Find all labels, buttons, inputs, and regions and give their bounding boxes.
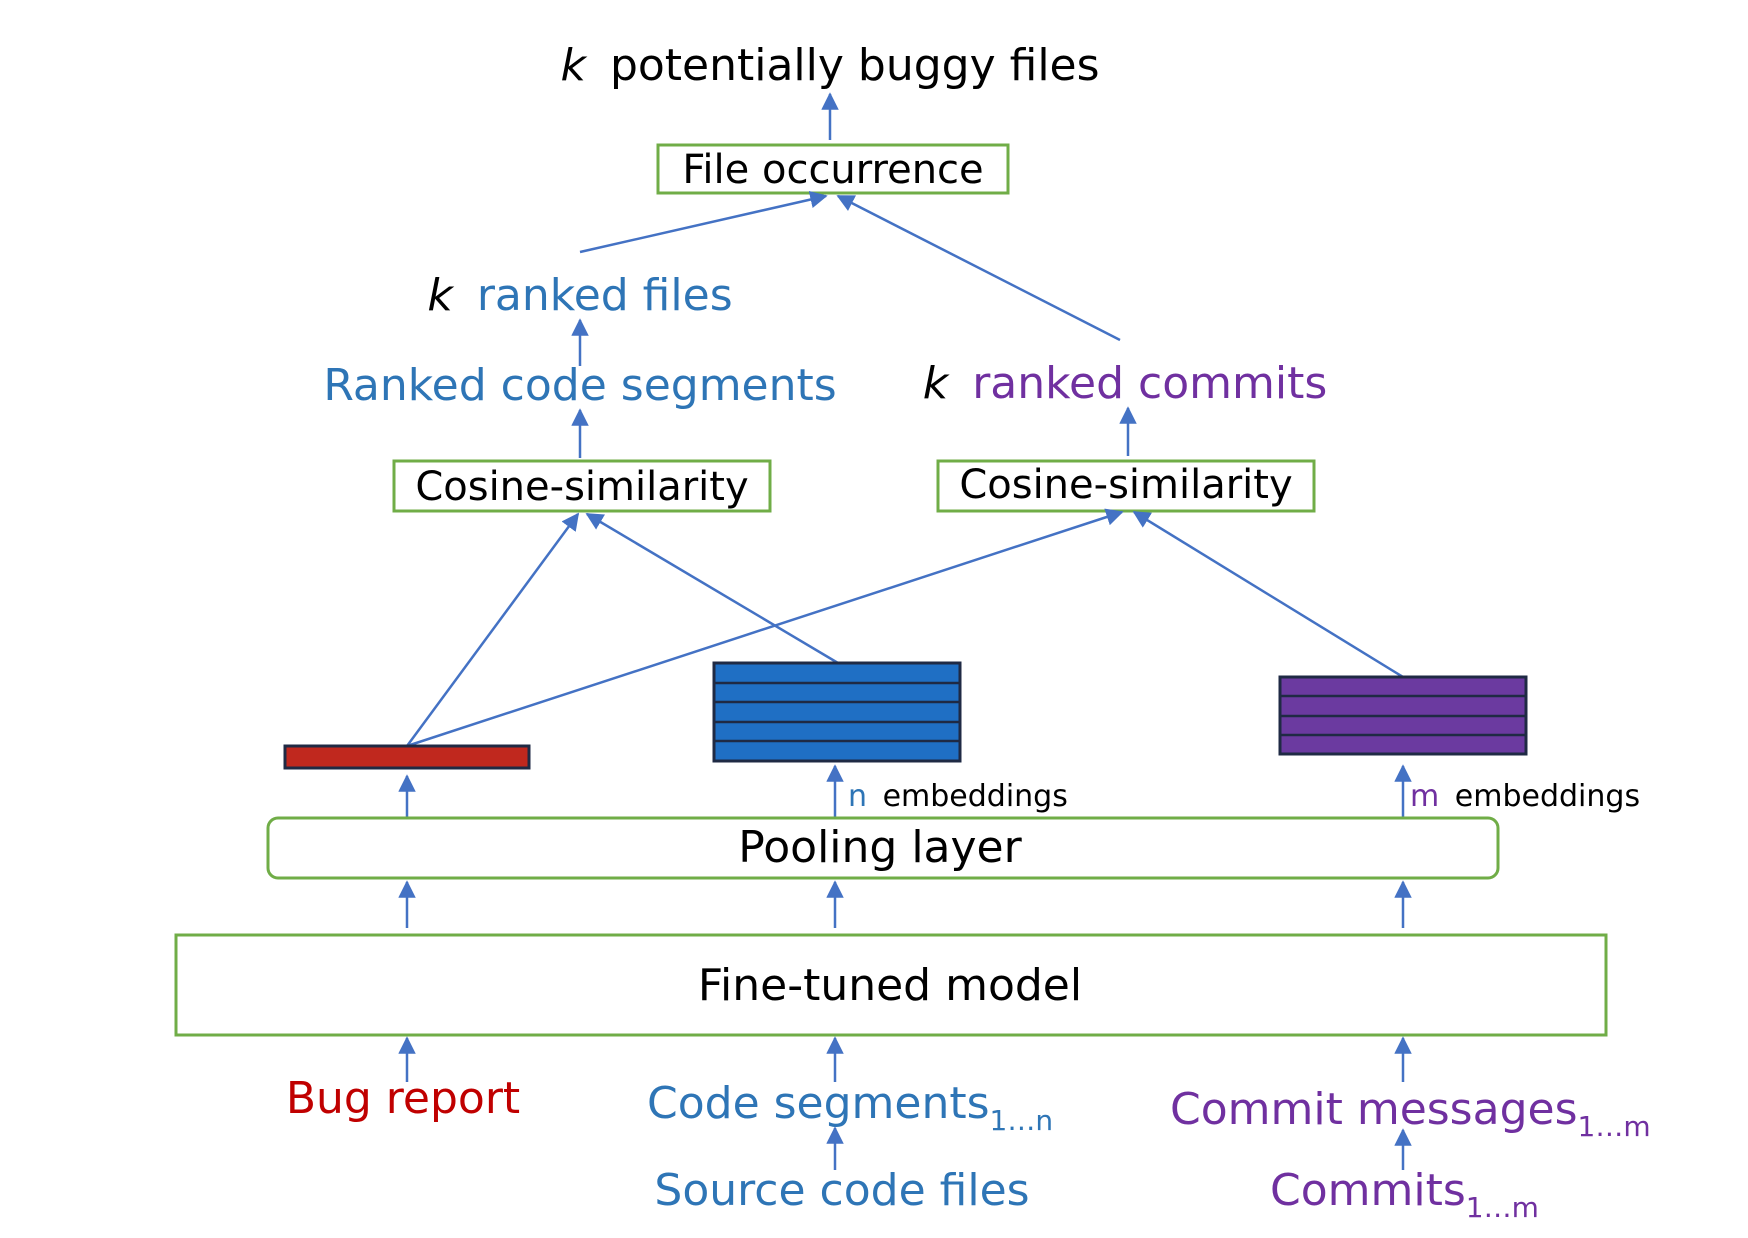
bug-report-label: Bug report [286,1073,520,1124]
code-segments-sub: 1…n [990,1104,1054,1137]
commits-label: Commits1…m [1270,1165,1539,1224]
cosine-left-label: Cosine-similarity [415,464,748,510]
fine-tuned-model-label: Fine-tuned model [698,960,1082,1011]
n-embeddings-label: n embeddings [848,779,1068,814]
ranked-files-text: ranked files [477,270,733,321]
code-segments-text: Code segments [647,1078,990,1129]
n-var: n [848,779,867,814]
source-code-files-label: Source code files [654,1165,1029,1216]
commits-text: Commits [1270,1165,1466,1216]
pooling-layer-box [266,816,1500,880]
commits-sub: 1…m [1466,1191,1539,1224]
bug-report-embedding [283,744,531,770]
edge-bug-to-cosine-right [406,508,1124,748]
edge-commit-to-cosine-right [1132,510,1404,679]
file-occurrence-box [656,143,1010,195]
commit-message-embeddings [1278,675,1528,756]
edge-ranked-files-to-occurrence [579,190,828,254]
ranked-commits-label: k ranked commits [923,358,1328,409]
code-segments-label: Code segments1…n [647,1078,1053,1137]
cosine-left-box [392,459,772,513]
ranked-code-segments-label: Ranked code segments [323,360,836,411]
edge-code-to-cosine-left [585,512,839,665]
commit-messages-sub: 1…m [1578,1110,1651,1143]
output-k: k [560,40,587,91]
m-embeddings-text: embeddings [1455,779,1640,814]
ranked-files-k: k [427,270,454,321]
commit-messages-text: Commit messages [1170,1084,1578,1135]
pooling-layer-label: Pooling layer [738,822,1022,873]
n-embeddings-text: embeddings [883,779,1068,814]
m-var: m [1410,779,1439,814]
file-occurrence-label: File occurrence [682,147,983,193]
ranked-commits-k: k [923,358,950,409]
ranked-files-label: k ranked files [427,270,732,321]
commit-messages-label: Commit messages1…m [1170,1084,1651,1143]
ranked-commits-text: ranked commits [972,358,1327,409]
code-segment-embeddings [712,661,962,763]
edge-bug-to-cosine-left [405,512,580,747]
fine-tuned-model-box [174,933,1608,1037]
m-embeddings-label: m embeddings [1410,779,1640,814]
cosine-right-label: Cosine-similarity [959,462,1292,508]
cosine-right-box [936,459,1316,513]
output-text: potentially buggy files [610,40,1100,91]
edge-ranked-commits-to-occurrence [836,194,1121,342]
output-title: k potentially buggy files [560,40,1099,91]
